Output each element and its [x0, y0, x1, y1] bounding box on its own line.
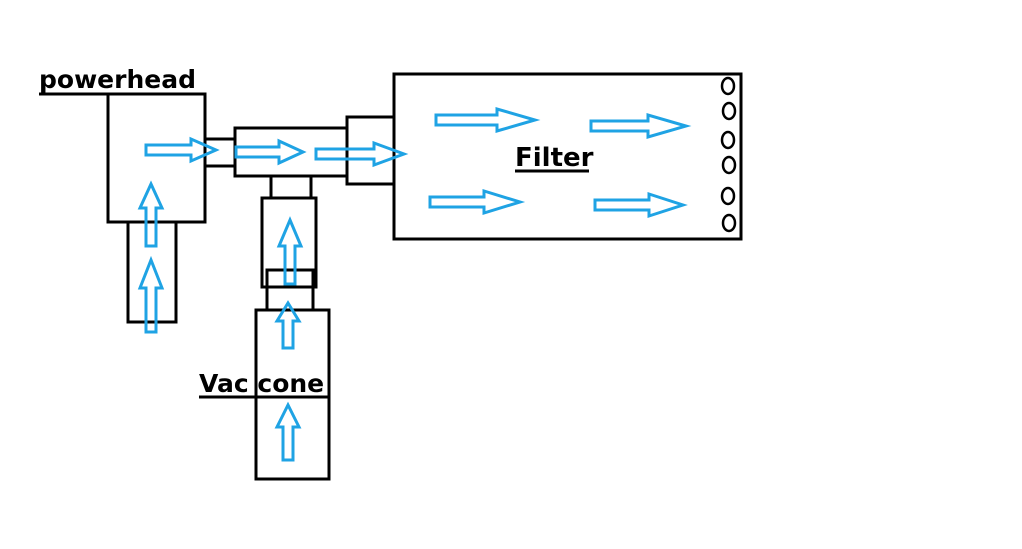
vac-cone-label: Vac cone [199, 369, 324, 398]
outlet-hole-icon [720, 130, 736, 150]
flow-arrow-right-icon [434, 107, 541, 133]
flow-arrow-up-icon [274, 300, 302, 350]
t-fitting-horizontal [233, 126, 349, 178]
filter-outlet-holes [720, 76, 737, 233]
flow-arrow-right-icon [593, 191, 688, 219]
flow-arrow-right-icon [144, 136, 220, 164]
flow-arrow-right-icon [428, 188, 526, 216]
flow-arrow-up-icon [276, 216, 304, 286]
outlet-hole-icon [721, 213, 737, 233]
powerhead-label: powerhead [39, 65, 196, 94]
outlet-hole-icon [720, 76, 736, 96]
flow-arrow-up-icon [137, 180, 165, 248]
flow-arrow-right-icon [234, 138, 307, 166]
flow-arrow-right-icon [314, 140, 409, 168]
filter-label: Filter [515, 143, 594, 173]
flow-arrow-right-icon [589, 113, 692, 139]
t-fitting-stem [269, 174, 313, 200]
t-fitting-coupler [260, 196, 318, 289]
outlet-hole-icon [721, 101, 737, 121]
flow-arrow-up-icon [137, 255, 165, 334]
outlet-hole-icon [721, 155, 737, 175]
powerhead-intake-tube [126, 220, 178, 324]
flow-arrow-up-icon [274, 401, 302, 462]
flow-arrows [137, 107, 692, 462]
outlet-hole-icon [720, 186, 736, 206]
